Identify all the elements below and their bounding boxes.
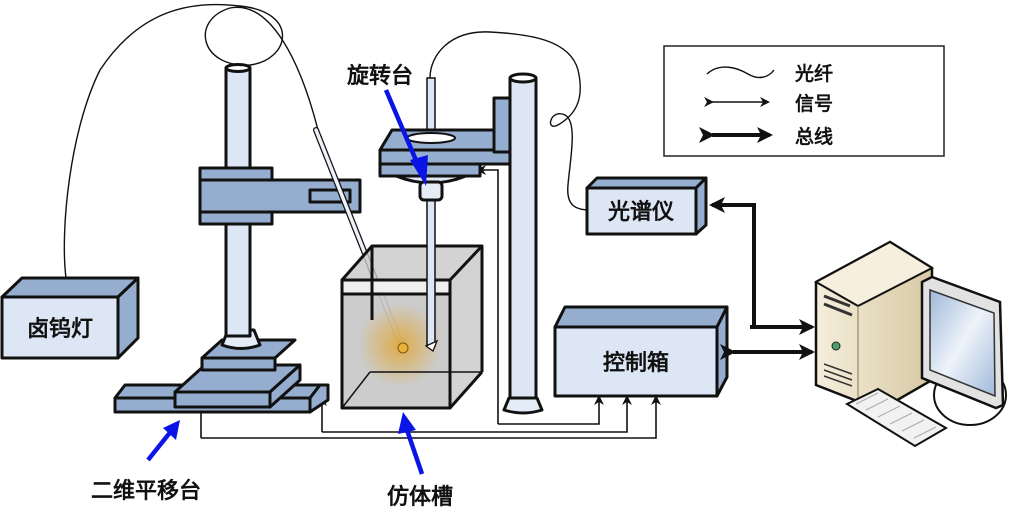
signal-line-xy-stage bbox=[201, 395, 661, 439]
phantom-tank bbox=[340, 199, 484, 410]
pointer-arrows bbox=[146, 89, 428, 475]
pointer-arrow-xy-stage bbox=[146, 428, 174, 462]
source-probe-tip bbox=[397, 342, 409, 354]
legend-label-fiber: 光纤 bbox=[794, 62, 833, 85]
pointer-arrow-phantom-tank bbox=[404, 429, 425, 475]
computer bbox=[813, 240, 1007, 448]
legend-label-signal: 信号 bbox=[795, 92, 833, 115]
fiber-halogen-to-probe bbox=[63, 3, 319, 279]
spectrometer-label: 光谱仪 bbox=[607, 199, 675, 225]
signal-line-rotation bbox=[498, 395, 604, 425]
optical-fibers bbox=[63, 3, 591, 279]
halogen-lamp-label: 卤钨灯 bbox=[27, 316, 93, 342]
fiber-probe-to-spectrometer bbox=[429, 31, 591, 211]
signal-line-rotation-up bbox=[476, 165, 499, 424]
spectrometer: 光谱仪 bbox=[585, 176, 708, 236]
control-box: 控制箱 bbox=[553, 305, 729, 398]
legend: 光纤 信号 总线 bbox=[663, 45, 945, 157]
power-led bbox=[831, 341, 841, 351]
vertical-post-left bbox=[198, 63, 405, 350]
bus-lines bbox=[709, 197, 815, 360]
signal-line-xy-stage-2 bbox=[322, 395, 632, 433]
rotation-stage-label: 旋转台 bbox=[347, 63, 413, 89]
control-box-label: 控制箱 bbox=[603, 350, 669, 376]
monitor-screen bbox=[929, 288, 996, 398]
pointer-arrow-rotation-stage bbox=[383, 89, 421, 166]
fiber-legend-icon bbox=[706, 66, 775, 79]
keyboard bbox=[844, 387, 949, 448]
legend-label-bus: 总线 bbox=[795, 125, 833, 148]
phantom-tank-label: 仿体槽 bbox=[387, 484, 453, 510]
xy-translation-stage bbox=[113, 328, 330, 414]
halogen-lamp: 卤钨灯 bbox=[0, 276, 140, 360]
xy-stage-label: 二维平移台 bbox=[91, 478, 201, 504]
